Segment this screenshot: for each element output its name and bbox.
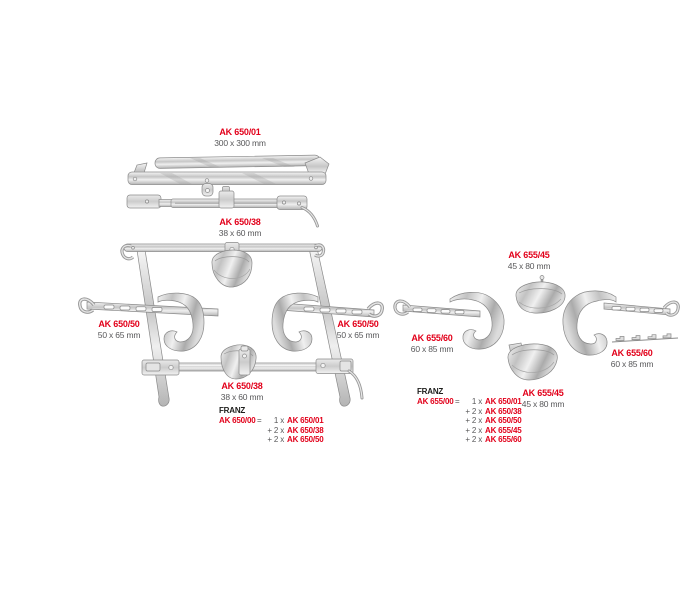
- part-number: AK 655/45: [522, 388, 564, 398]
- set-qty: 1 x: [471, 397, 482, 406]
- set-family-name: FRANZ: [219, 406, 246, 415]
- label-ak650-50-right: AK 650/50 50 x 65 mm: [336, 319, 380, 340]
- set-part: AK 650/50: [485, 416, 522, 426]
- drawing-retractor-frame-assembly: [78, 242, 384, 407]
- drawing-ratchet-crossbar: [126, 186, 319, 228]
- part-number: AK 655/60: [611, 348, 653, 358]
- set-part: AK 655/60: [485, 435, 522, 445]
- label-ak655-45-bottom: AK 655/45 45 x 80 mm: [521, 388, 565, 409]
- part-dimensions: 300 x 300 mm: [214, 138, 266, 148]
- equals-sign: =: [257, 416, 262, 425]
- part-number: AK 650/50: [98, 319, 140, 329]
- set-part: AK 655/45: [485, 425, 522, 435]
- part-number: AK 655/60: [411, 333, 453, 343]
- label-ak655-60-left: AK 655/60 60 x 85 mm: [410, 333, 454, 354]
- label-ak655-45-top: AK 655/45 45 x 80 mm: [507, 250, 551, 271]
- drawing-blade-ak655-60-right: [562, 290, 680, 356]
- part-dimensions: 50 x 65 mm: [97, 330, 141, 340]
- part-dimensions: 50 x 65 mm: [336, 330, 380, 340]
- label-ak650-38-top: AK 650/38 38 x 60 mm: [218, 217, 262, 238]
- set-part: AK 650/38: [485, 406, 522, 416]
- part-number: AK 650/38: [221, 381, 263, 391]
- part-number: AK 650/01: [219, 127, 261, 137]
- part-dimensions: 45 x 80 mm: [521, 399, 565, 409]
- part-number: AK 655/45: [508, 250, 550, 260]
- part-dimensions: 38 x 60 mm: [220, 392, 264, 402]
- set-code: AK 655/00: [417, 397, 454, 406]
- drawing-blade-ak655-45-bottom: [507, 342, 558, 381]
- label-ak650-01: AK 650/01 300 x 300 mm: [214, 127, 266, 148]
- set-part: AK 650/01: [287, 416, 324, 425]
- set-code: AK 650/00: [219, 416, 256, 425]
- part-dimensions: 38 x 60 mm: [218, 228, 262, 238]
- drawing-blade-ak655-60-left: [393, 292, 505, 350]
- equals-sign: =: [455, 397, 460, 406]
- label-ak655-60-right: AK 655/60 60 x 85 mm: [610, 348, 654, 369]
- set-qty: + 2 x: [465, 425, 482, 435]
- part-number: AK 650/50: [337, 319, 379, 329]
- set-qty: 1 x: [273, 416, 284, 425]
- part-dimensions: 60 x 85 mm: [410, 344, 454, 354]
- part-dimensions: 60 x 85 mm: [610, 359, 654, 369]
- label-ak650-50-left: AK 650/50 50 x 65 mm: [97, 319, 141, 340]
- label-ak650-38-bottom: AK 650/38 38 x 60 mm: [220, 381, 264, 402]
- drawing-blade-ak655-45-top: [515, 275, 566, 314]
- set-part: AK 650/01: [485, 397, 522, 406]
- set-part: AK 650/38: [287, 425, 324, 435]
- set-qty: + 2 x: [465, 416, 482, 426]
- set-qty: + 2 x: [267, 425, 284, 435]
- drawing-frame-ak650-01: [127, 154, 330, 197]
- part-dimensions: 45 x 80 mm: [507, 261, 551, 271]
- part-number: AK 650/38: [219, 217, 261, 227]
- set-qty: + 2 x: [465, 406, 482, 416]
- set-qty: + 2 x: [465, 435, 482, 445]
- set-family-name: FRANZ: [417, 387, 444, 396]
- set-qty: + 2 x: [267, 435, 284, 445]
- set-part: AK 650/50: [287, 435, 324, 445]
